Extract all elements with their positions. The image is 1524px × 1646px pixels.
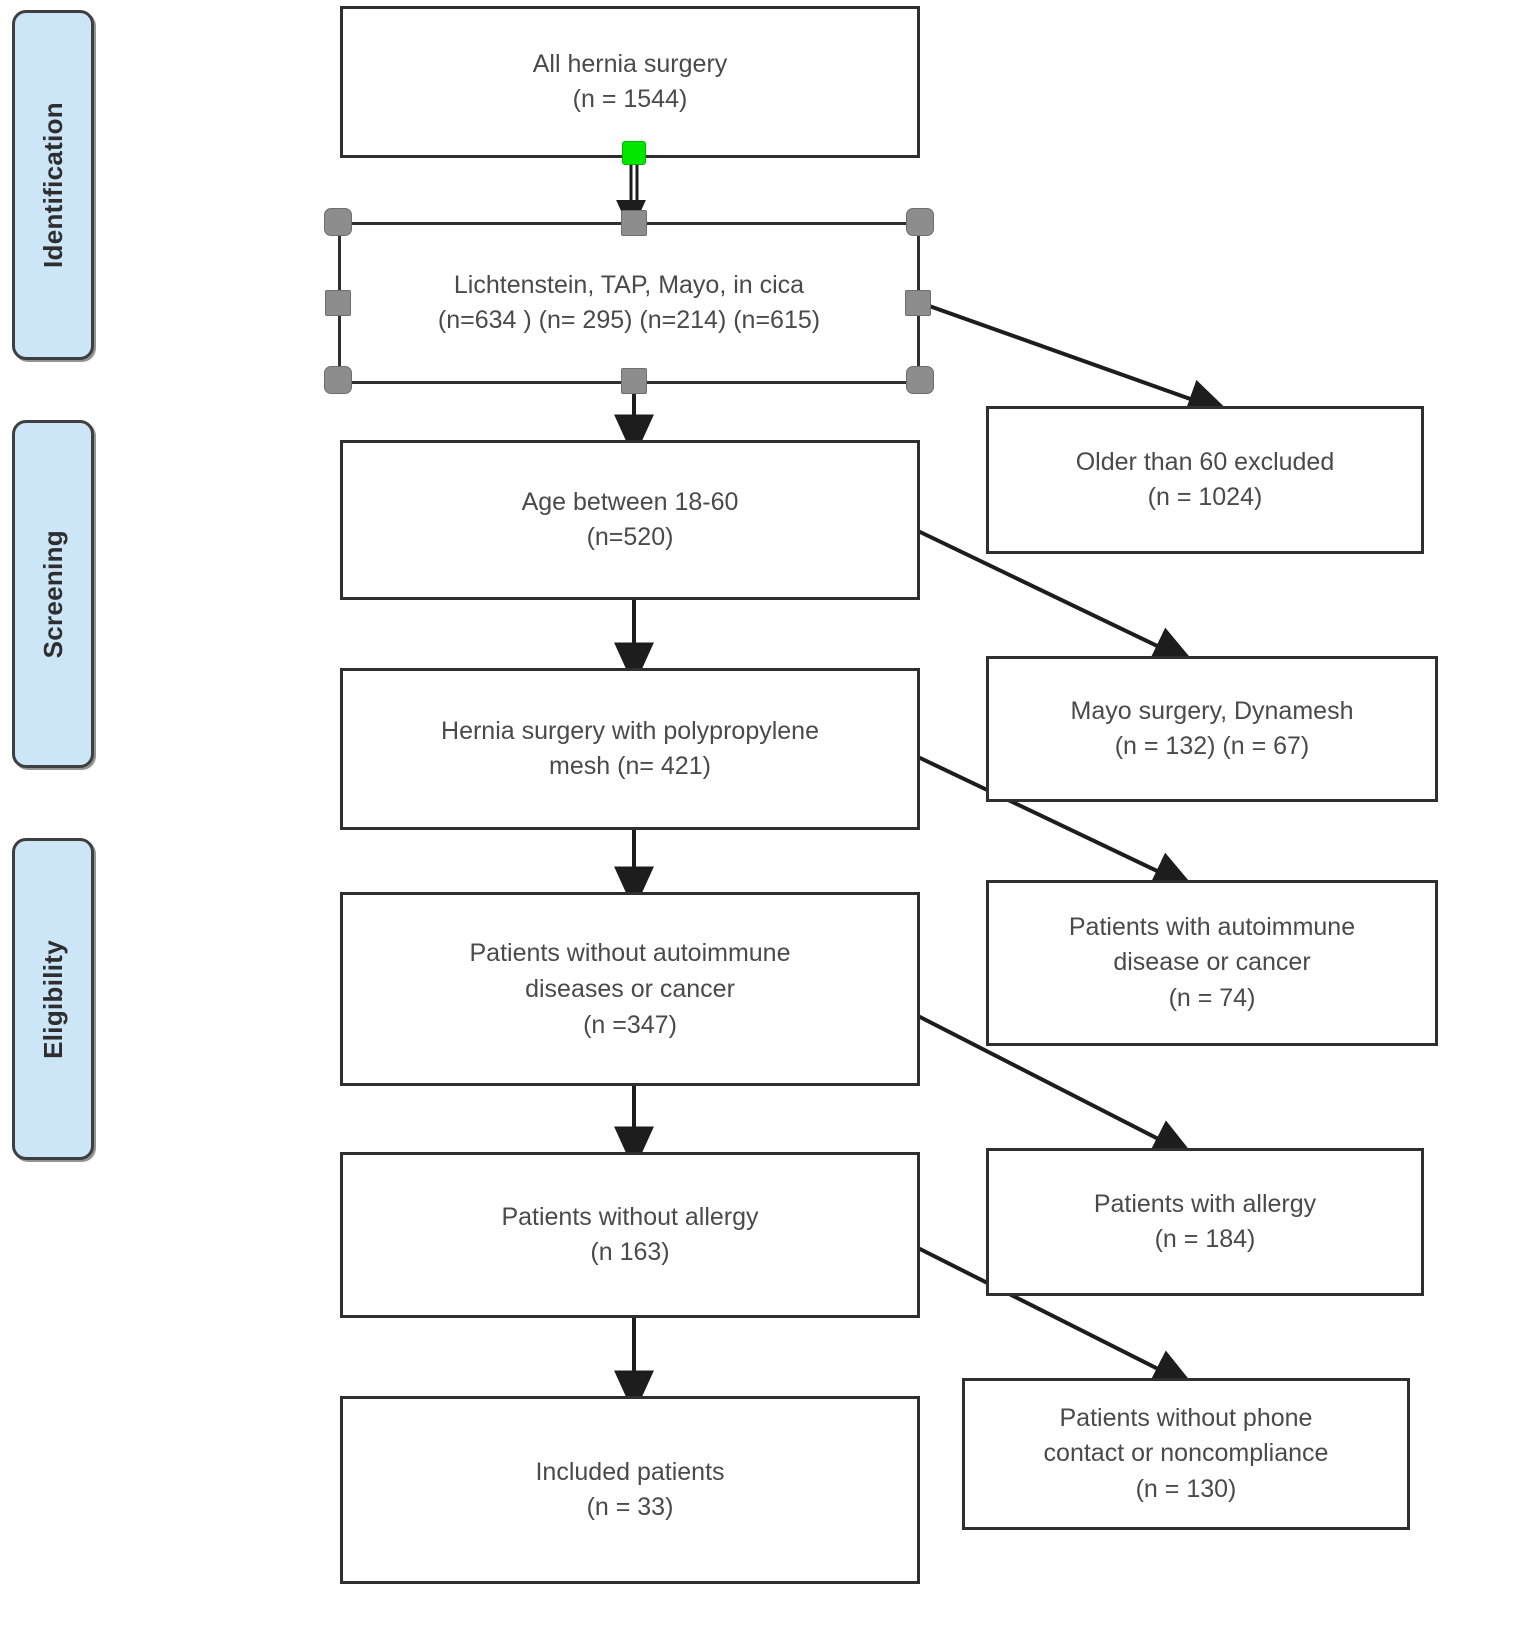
node-included-patients[interactable]: Included patients(n = 33)	[340, 1396, 920, 1584]
node-all-hernia-surgery-text: All hernia surgery(n = 1544)	[532, 49, 728, 114]
node-procedures[interactable]: Lichtenstein, TAP, Mayo, in cica(n=634 )…	[338, 222, 920, 384]
resize-handle-bottom-left[interactable]	[324, 366, 352, 394]
node-with-allergy-text: Patients with allergy(n = 184)	[1093, 1189, 1317, 1254]
node-without-allergy[interactable]: Patients without allergy(n 163)	[340, 1152, 920, 1318]
resize-handle-middle-left[interactable]	[325, 290, 351, 316]
connector-source-handle[interactable]	[622, 141, 646, 165]
stage-label-screening: Screening	[37, 529, 68, 659]
resize-handle-top-left[interactable]	[324, 208, 352, 236]
node-older-than-60-excluded-text: Older than 60 excluded(n = 1024)	[1075, 447, 1335, 512]
stage-label-identification: Identification	[37, 102, 68, 268]
node-mayo-dynamesh-text: Mayo surgery, Dynamesh(n = 132) (n = 67)	[1070, 696, 1354, 761]
stage-label-eligibility: Eligibility	[37, 939, 68, 1059]
node-age-between-18-60[interactable]: Age between 18-60(n=520)	[340, 440, 920, 600]
node-with-allergy[interactable]: Patients with allergy(n = 184)	[986, 1148, 1424, 1296]
node-age-between-18-60-text: Age between 18-60(n=520)	[521, 487, 739, 552]
resize-handle-top-right[interactable]	[906, 208, 934, 236]
resize-handle-bottom-right[interactable]	[906, 366, 934, 394]
node-mayo-dynamesh[interactable]: Mayo surgery, Dynamesh(n = 132) (n = 67)	[986, 656, 1438, 802]
node-without-allergy-text: Patients without allergy(n 163)	[501, 1202, 759, 1267]
resize-handle-bottom-center[interactable]	[621, 368, 647, 394]
node-older-than-60-excluded[interactable]: Older than 60 excluded(n = 1024)	[986, 406, 1424, 554]
node-procedures-text: Lichtenstein, TAP, Mayo, in cica(n=634 )…	[437, 270, 821, 335]
resize-handle-top-center[interactable]	[621, 210, 647, 236]
node-all-hernia-surgery[interactable]: All hernia surgery(n = 1544)	[340, 6, 920, 158]
stage-chip-eligibility: Eligibility	[12, 838, 94, 1160]
stage-chip-screening: Screening	[12, 420, 94, 768]
resize-handle-middle-right[interactable]	[905, 290, 931, 316]
stage-chip-identification: Identification	[12, 10, 94, 360]
node-included-patients-text: Included patients(n = 33)	[535, 1457, 725, 1522]
